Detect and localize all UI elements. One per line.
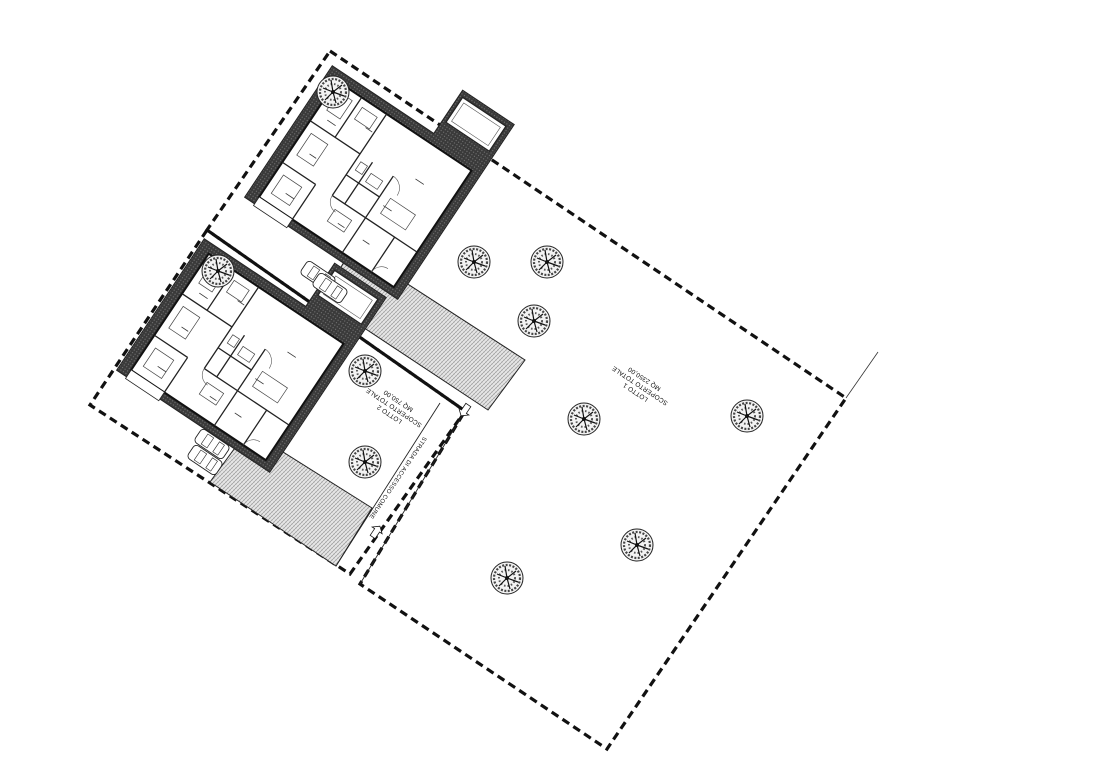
tree-icon <box>619 527 655 563</box>
lot1-label: LOTTO 1 SCOPERTO TOTALE MQ 2350,00 <box>611 364 670 406</box>
arrow-icon <box>369 525 383 540</box>
tree-icon <box>729 398 765 434</box>
lot2-label: LOTTO 2 SCOPERTO TOTALE MQ 750,00 <box>365 386 424 428</box>
tree-icon <box>315 74 351 110</box>
tree-icon <box>566 401 602 437</box>
tree-icon <box>347 444 383 480</box>
tree-icon <box>529 244 565 280</box>
lot2-boundary <box>87 227 468 577</box>
tree-icon <box>347 353 383 389</box>
arrow-icon <box>458 402 472 417</box>
driveway-lot2 <box>209 429 373 567</box>
road-edge-right <box>359 410 466 585</box>
tree-icon <box>456 244 492 280</box>
reference-line <box>845 351 879 399</box>
tree-icon <box>200 253 236 289</box>
tree-icon <box>489 560 525 596</box>
tree-icon <box>516 303 552 339</box>
